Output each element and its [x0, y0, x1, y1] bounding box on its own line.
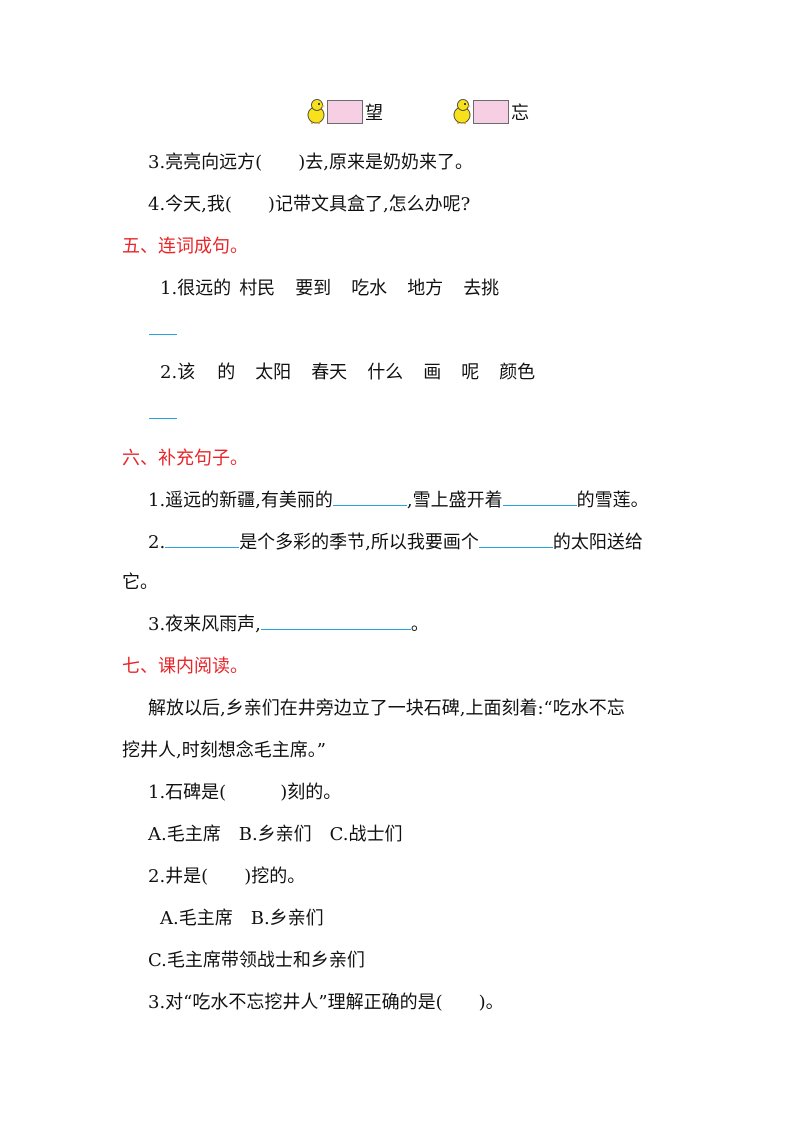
word-chip: 要到: [295, 278, 332, 299]
box-char: 望: [365, 103, 383, 124]
sentence-part: 。: [410, 614, 429, 635]
question-number: 2.: [160, 362, 178, 383]
word-chip: 去挑: [463, 278, 500, 299]
word-chip: 颜色: [499, 362, 536, 383]
fill-blank[interactable]: [502, 491, 577, 506]
answer-line[interactable]: [149, 334, 177, 335]
question-number: 1.: [160, 278, 178, 299]
sentence-part: 1.遥远的新疆,有美丽的: [148, 490, 333, 511]
fill-blank[interactable]: [478, 533, 553, 548]
word-order-question-1: 1.很远的村民要到吃水地方去挑: [160, 278, 499, 300]
box-char: 忘: [511, 103, 529, 124]
word-chip: 太阳: [255, 362, 292, 383]
question-number: 2.: [148, 532, 166, 553]
word-chip: 该: [177, 362, 196, 383]
sentence-part: 的雪莲。: [576, 490, 649, 511]
section-heading-7: 七、课内阅读。: [122, 656, 248, 677]
reading-question-1: 1.石碑是( )刻的。: [148, 782, 342, 803]
sentence-part: ,雪上盛开着: [406, 490, 503, 511]
reading-question-1-options: A.毛主席 B.乡亲们 C.战士们: [148, 824, 403, 845]
fill-question-6-1: 1.遥远的新疆,有美丽的 ,雪上盛开着 的雪莲。: [148, 490, 649, 512]
fill-question-6-2: 2. 是个多彩的季节,所以我要画个 的太阳送给: [148, 532, 643, 554]
word-chip: 画: [423, 362, 442, 383]
word-chip: 呢: [461, 362, 480, 383]
section-heading-5: 五、连词成句。: [122, 236, 248, 257]
answer-line[interactable]: [149, 418, 177, 419]
word-chip: 地方: [407, 278, 444, 299]
fill-blank[interactable]: [332, 491, 407, 506]
word-chip: 什么: [367, 362, 404, 383]
word-chip: 的: [217, 362, 236, 383]
reading-question-2-options: A.毛主席 B.乡亲们: [160, 908, 324, 929]
chick-icon: [453, 99, 471, 124]
reading-question-2-option-c: C.毛主席带领战士和乡亲们: [148, 950, 365, 971]
sentence-part: 3.夜来风雨声,: [148, 614, 261, 635]
chick-box-item-1: 望: [306, 98, 383, 124]
word-chip: 春天: [311, 362, 348, 383]
word-chip: 村民: [239, 278, 276, 299]
sentence-part: 是个多彩的季节,所以我要画个: [239, 532, 479, 553]
reading-passage-line-1: 解放以后,乡亲们在井旁边立了一块石碑,上面刻着:“吃水不忘: [148, 698, 625, 719]
answer-box[interactable]: [473, 100, 509, 124]
reading-passage-line-2: 挖井人,时刻想念毛主席。”: [122, 740, 326, 761]
fill-question-6-2-continued: 它。: [122, 572, 158, 593]
fill-question-6-3: 3.夜来风雨声, 。: [148, 614, 429, 636]
reading-question-3: 3.对“吃水不忘挖井人”理解正确的是( )。: [148, 992, 504, 1013]
sentence-part: 的太阳送给: [552, 532, 643, 553]
fill-blank[interactable]: [165, 533, 240, 548]
question-4-4: 4.今天,我( )记带文具盒了,怎么办呢?: [148, 194, 471, 215]
question-4-3: 3.亮亮向远方( )去,原来是奶奶来了。: [148, 152, 473, 173]
chick-box-item-2: 忘: [452, 98, 529, 124]
fill-blank[interactable]: [260, 615, 411, 630]
reading-question-2: 2.井是( )挖的。: [148, 866, 306, 887]
word-order-question-2: 2.该的太阳春天什么画呢颜色: [160, 362, 535, 384]
chick-icon: [307, 99, 325, 124]
section-heading-6: 六、补充句子。: [122, 448, 248, 469]
word-chip: 很远的: [177, 278, 232, 299]
word-chip: 吃水: [351, 278, 388, 299]
answer-box[interactable]: [327, 100, 363, 124]
